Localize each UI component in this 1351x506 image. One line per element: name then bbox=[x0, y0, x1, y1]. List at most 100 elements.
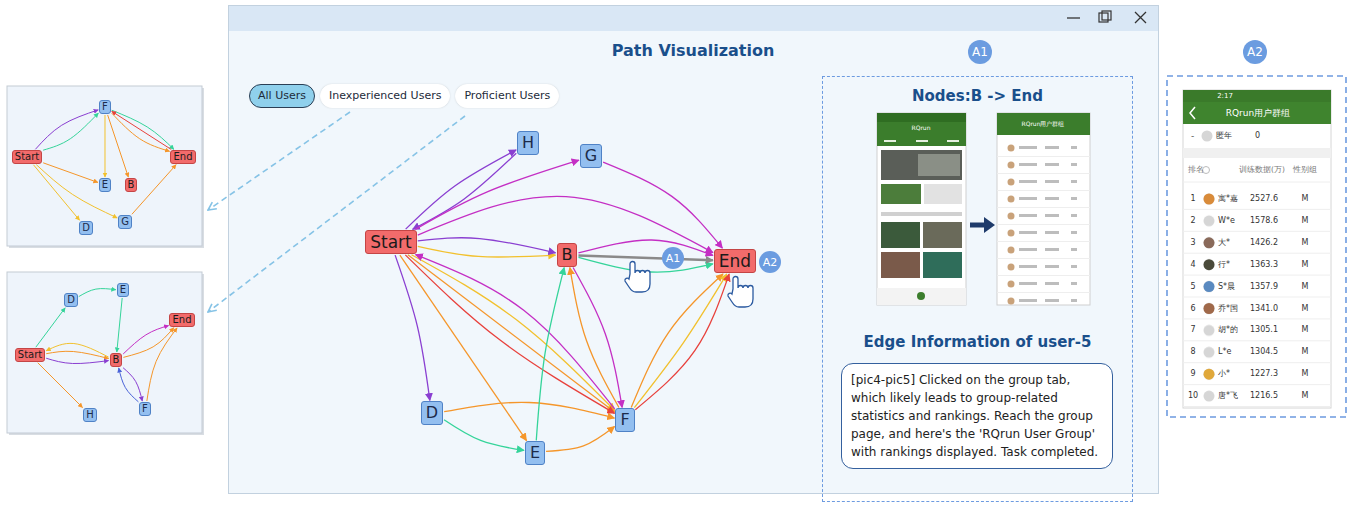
screenshot-text: 2527.6 bbox=[1250, 194, 1278, 203]
node-label: D bbox=[82, 222, 90, 234]
terminal-node: Start bbox=[15, 348, 45, 362]
path-edge bbox=[418, 238, 556, 253]
path-edge bbox=[395, 255, 430, 400]
screenshot-text: 行* bbox=[1218, 260, 1230, 269]
screenshot-text: - bbox=[1191, 131, 1194, 141]
screenshot-text: 6 bbox=[1190, 304, 1195, 313]
screenshot-text: 训练数据(万) bbox=[1239, 166, 1285, 175]
filter-button: All Users bbox=[249, 84, 315, 107]
path-edge bbox=[112, 110, 174, 149]
path-edge bbox=[119, 368, 139, 402]
edge-info-box: [pic4-pic5] Clicked on the group tab, wh… bbox=[841, 363, 1113, 469]
path-edge bbox=[35, 110, 98, 149]
screenshot-text: 1227.3 bbox=[1250, 370, 1278, 379]
node-label: End bbox=[173, 151, 192, 163]
path-edge bbox=[112, 111, 172, 149]
callout-marker: A1 bbox=[968, 40, 992, 64]
graph-node: G bbox=[580, 144, 602, 167]
terminal-node: End bbox=[714, 249, 756, 273]
screenshot-text: RQrun bbox=[912, 125, 931, 132]
graph-node: D bbox=[64, 293, 78, 307]
graph-node: F bbox=[99, 100, 111, 114]
detail-panel: [pic4-pic5] Clicked on the group tab, wh… bbox=[822, 76, 1133, 502]
screenshot-text: 1305.1 bbox=[1250, 326, 1278, 335]
filter-button: Proficient Users bbox=[455, 84, 559, 107]
screenshot-text: 1304.5 bbox=[1250, 348, 1278, 357]
node-label: All Users bbox=[258, 89, 306, 102]
path-edge bbox=[147, 328, 177, 401]
graph-node: E bbox=[99, 178, 111, 192]
path-edge bbox=[444, 420, 524, 451]
node-label: F bbox=[142, 403, 148, 415]
terminal-node: Start bbox=[365, 230, 417, 254]
screenshot-text: 3 bbox=[1190, 238, 1195, 247]
node-label: A1 bbox=[972, 46, 988, 58]
screenshot-text: M bbox=[1302, 392, 1309, 401]
node-label: Proficient Users bbox=[464, 89, 550, 102]
screenshot-text: M bbox=[1302, 370, 1309, 379]
path-edge bbox=[444, 402, 614, 418]
screenshot-text: 寓*嘉 bbox=[1218, 194, 1238, 203]
screenshot-text: 1341.0 bbox=[1250, 304, 1278, 313]
screenshot-text: 1357.9 bbox=[1250, 282, 1278, 291]
terminal-node: B bbox=[557, 243, 578, 266]
node-label: E bbox=[102, 179, 108, 191]
screenshot-text: L*e bbox=[1218, 348, 1231, 357]
path-edge bbox=[117, 298, 122, 352]
screenshot-text: 匿年 bbox=[1216, 131, 1232, 140]
node-label: Start bbox=[15, 151, 39, 163]
screenshot-text: 胡*的 bbox=[1218, 326, 1238, 335]
screenshot-text: 性别组 bbox=[1293, 166, 1317, 175]
terminal-node: End bbox=[170, 150, 195, 164]
callout-marker: A2 bbox=[759, 251, 781, 273]
node-label: B bbox=[128, 179, 135, 191]
screenshot-text: 5 bbox=[1190, 282, 1195, 291]
screenshot-text: M bbox=[1302, 304, 1309, 313]
path-edge bbox=[413, 153, 517, 229]
node-label: H bbox=[522, 133, 534, 152]
node-label: End bbox=[719, 251, 751, 271]
path-edge bbox=[46, 343, 108, 357]
screenshot-text: M bbox=[1302, 216, 1309, 225]
screenshot-text: W*e bbox=[1218, 216, 1235, 225]
path-edge bbox=[603, 162, 722, 248]
path-edge bbox=[79, 289, 116, 297]
node-label: E bbox=[530, 443, 540, 462]
node-label: B bbox=[562, 245, 573, 264]
screenshot-text: RQrun用户群组 bbox=[1022, 121, 1065, 128]
node-label: F bbox=[102, 101, 108, 113]
path-edge bbox=[400, 255, 527, 441]
screenshot-text: 4 bbox=[1190, 260, 1195, 269]
path-edge bbox=[546, 427, 615, 452]
node-label: Inexperienced Users bbox=[329, 89, 441, 102]
node-label: End bbox=[172, 314, 191, 326]
path-edge bbox=[578, 240, 712, 255]
screenshot-text: S*晨 bbox=[1218, 282, 1235, 291]
screenshot-text: 1216.5 bbox=[1250, 392, 1278, 401]
path-edge bbox=[405, 255, 614, 413]
path-edge bbox=[573, 267, 622, 407]
screenshot-text: 2:17 bbox=[1217, 92, 1233, 100]
screenshot-text: 唐*飞 bbox=[1218, 392, 1238, 401]
screenshot-text: RQrun用户群组 bbox=[1226, 108, 1290, 118]
terminal-node: Start bbox=[12, 150, 42, 164]
graph-node: E bbox=[525, 441, 545, 464]
path-edge bbox=[132, 165, 176, 215]
node-label: B bbox=[113, 354, 120, 366]
terminal-node: B bbox=[110, 353, 123, 367]
path-edge bbox=[415, 160, 579, 229]
graph-node: F bbox=[615, 408, 634, 431]
node-label: G bbox=[585, 146, 597, 165]
path-edge bbox=[416, 255, 615, 409]
path-edge bbox=[38, 363, 83, 408]
graph-node: G bbox=[118, 215, 132, 229]
screenshot-text: M bbox=[1302, 282, 1309, 291]
node-label: E bbox=[120, 284, 126, 296]
screenshot-text: 2 bbox=[1190, 216, 1195, 225]
screenshot-text: M bbox=[1302, 348, 1309, 357]
screenshot-text: 1363.3 bbox=[1250, 260, 1278, 269]
node-label: A1 bbox=[666, 253, 681, 264]
screenshot-text: 1426.2 bbox=[1250, 238, 1278, 247]
screenshot-text: 8 bbox=[1190, 348, 1195, 357]
graph-node: D bbox=[79, 221, 93, 235]
